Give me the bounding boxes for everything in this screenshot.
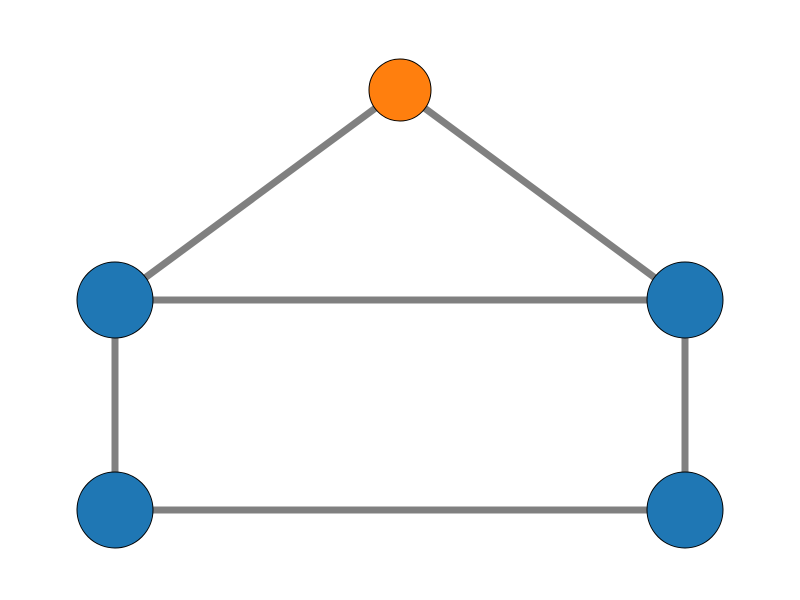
node-middle-right: [646, 261, 724, 339]
node-bottom-left: [76, 471, 154, 549]
edge-middle-left-top: [112, 87, 403, 303]
nodes-layer: [76, 58, 724, 549]
node-top: [368, 58, 432, 122]
edges-layer: [111, 87, 689, 514]
edge-middle-right-top: [397, 87, 688, 303]
node-middle-left: [76, 261, 154, 339]
node-bottom-right: [646, 471, 724, 549]
